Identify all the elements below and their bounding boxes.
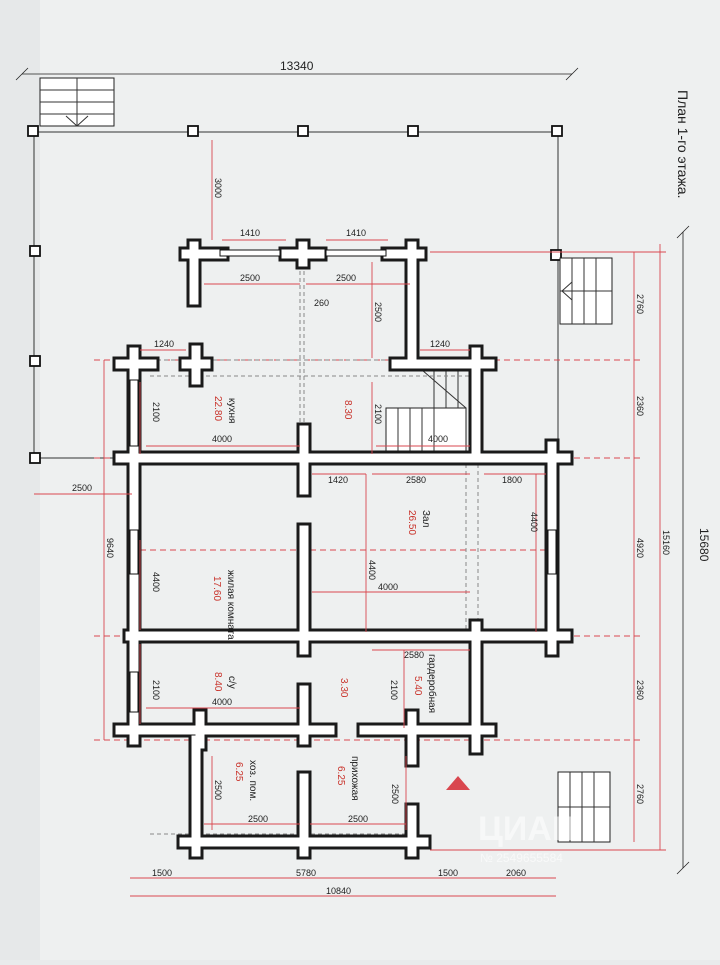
stair-top-left bbox=[39, 77, 115, 127]
room-area: 8.40 bbox=[212, 672, 223, 692]
dim-label: 3000 bbox=[213, 178, 223, 198]
room-area: 26.50 bbox=[406, 510, 417, 535]
room-area: 17.60 bbox=[211, 576, 222, 601]
dim-label: 1420 bbox=[328, 475, 348, 485]
window bbox=[129, 379, 139, 447]
dim-label: 1410 bbox=[240, 228, 260, 238]
dim-label: 260 bbox=[314, 298, 329, 308]
room-area: 6.25 bbox=[335, 766, 346, 786]
dim-label: 9640 bbox=[105, 538, 115, 558]
dim-label: 2100 bbox=[373, 404, 383, 424]
dim-label: 1500 bbox=[438, 868, 458, 878]
terrace-post bbox=[29, 452, 41, 464]
dim-label: 2360 bbox=[635, 680, 645, 700]
room-labels: кухня 22.80 8.30 Зал 26.50 жилая комната… bbox=[211, 396, 438, 801]
terrace-post bbox=[551, 125, 563, 137]
overall-width-dimension: 13340 bbox=[15, 59, 579, 81]
overall-length-dimension: 15680 bbox=[676, 225, 711, 875]
dim-label: 2500 bbox=[373, 302, 383, 322]
dim-label: 2100 bbox=[389, 680, 399, 700]
window bbox=[219, 249, 281, 257]
stair-right-lower bbox=[557, 771, 611, 843]
dim-label: 2060 bbox=[506, 868, 526, 878]
watermark: ЦИАН № 2549655584 bbox=[446, 776, 576, 865]
dim-label: 1240 bbox=[430, 339, 450, 349]
dim-label: 2360 bbox=[635, 396, 645, 416]
room-name: с/у bbox=[226, 676, 237, 689]
window bbox=[129, 671, 139, 713]
dim-label: 2500 bbox=[336, 273, 356, 283]
overall-length-label: 15680 bbox=[697, 528, 711, 562]
dim-label: 2500 bbox=[213, 780, 223, 800]
dim-label: 1500 bbox=[152, 868, 172, 878]
dim-label: 4400 bbox=[367, 560, 377, 580]
dim-label: 2100 bbox=[151, 402, 161, 422]
window bbox=[129, 529, 139, 575]
dim-label: 4400 bbox=[151, 572, 161, 592]
dim-label: 4000 bbox=[212, 697, 232, 707]
terrace-post bbox=[29, 245, 41, 257]
watermark-text: ЦИАН bbox=[478, 810, 576, 848]
dim-label: 1240 bbox=[154, 339, 174, 349]
dim-label: 4400 bbox=[529, 512, 539, 532]
walls bbox=[112, 238, 574, 860]
terrace-post bbox=[297, 125, 309, 137]
plan-title: План 1-го этажа. bbox=[675, 90, 691, 198]
dimension-labels: 3000 1410 1410 2500 2500 260 2500 1240 1… bbox=[72, 178, 671, 896]
dim-label: 4000 bbox=[212, 434, 232, 444]
dim-label: 4000 bbox=[428, 434, 448, 444]
terrace-post bbox=[550, 249, 562, 261]
terrace-post bbox=[29, 355, 41, 367]
dim-label: 2760 bbox=[635, 294, 645, 314]
dim-label: 2580 bbox=[406, 475, 426, 485]
room-name: хоз. пом. bbox=[247, 760, 258, 801]
dim-label: 10840 bbox=[326, 886, 351, 896]
stair-right-upper bbox=[559, 257, 613, 325]
terrace-post bbox=[407, 125, 419, 137]
dim-label: 2580 bbox=[404, 650, 424, 660]
dim-label: 2760 bbox=[635, 784, 645, 804]
room-name: Зал bbox=[420, 510, 431, 528]
room-name: кухня bbox=[226, 398, 237, 423]
room-area: 8.30 bbox=[342, 400, 353, 420]
room-name: жилая комната bbox=[225, 570, 236, 640]
room-name: прихожая bbox=[349, 756, 360, 801]
room-area: 5.40 bbox=[412, 676, 423, 696]
dim-label: 2500 bbox=[390, 784, 400, 804]
dim-label: 4000 bbox=[378, 582, 398, 592]
watermark-number: № 2549655584 bbox=[480, 851, 563, 865]
dim-label: 1800 bbox=[502, 475, 522, 485]
window bbox=[325, 249, 387, 257]
room-area: 22.80 bbox=[212, 396, 223, 421]
dim-label: 2100 bbox=[151, 680, 161, 700]
dim-label: 5780 bbox=[296, 868, 316, 878]
dim-label: 2500 bbox=[240, 273, 260, 283]
room-area: 3.30 bbox=[338, 678, 349, 698]
paper-sheet bbox=[40, 0, 720, 960]
overall-width-label: 13340 bbox=[280, 59, 314, 73]
dim-label: 15160 bbox=[661, 530, 671, 555]
watermark-logo-icon bbox=[446, 776, 470, 790]
dimension-lines bbox=[34, 140, 666, 897]
dim-label: 1410 bbox=[346, 228, 366, 238]
dim-label: 2500 bbox=[248, 814, 268, 824]
dim-label: 2500 bbox=[72, 483, 92, 493]
room-area: 6.25 bbox=[233, 762, 244, 782]
room-name: гардеробная bbox=[426, 654, 438, 713]
dim-label: 2500 bbox=[348, 814, 368, 824]
dim-label: 4920 bbox=[635, 538, 645, 558]
window bbox=[547, 529, 557, 575]
terrace-post bbox=[187, 125, 199, 137]
terrace-post bbox=[27, 125, 39, 137]
